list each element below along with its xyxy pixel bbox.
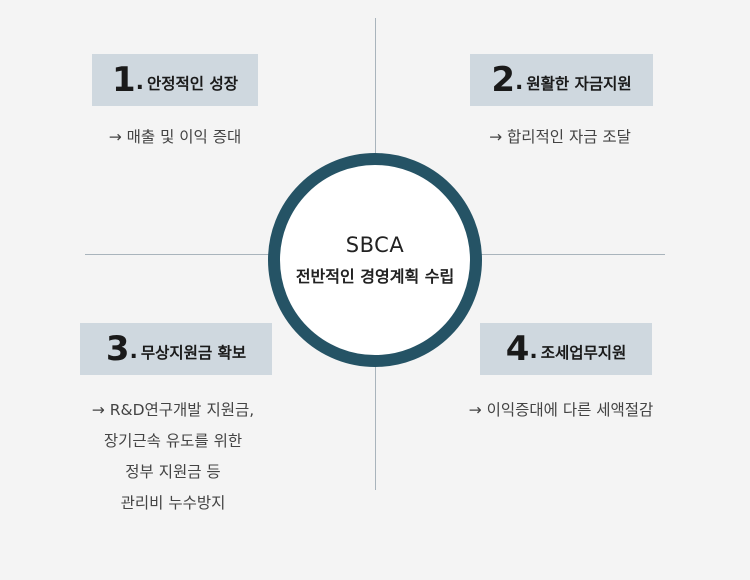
item-1-label: 안정적인 성장 — [147, 75, 238, 93]
item-4-label: 조세업무지원 — [540, 344, 627, 362]
item-3-line-3: 정부 지원금 등 — [125, 463, 221, 481]
item-4-line-1: → 이익증대에 다른 세액절감 — [468, 401, 654, 419]
item-4-description: → 이익증대에 다른 세액절감 — [430, 395, 692, 426]
center-title: SBCA — [345, 233, 405, 257]
item-3-line-2: 장기근속 유도를 위한 — [103, 432, 243, 450]
item-2-line-1: → 합리적인 자금 조달 — [489, 128, 631, 146]
item-4-badge: 4 . 조세업무지원 — [480, 323, 652, 375]
item-1-badge: 1 . 안정적인 성장 — [92, 54, 258, 106]
item-3-number: 3 — [105, 329, 130, 369]
item-4-number: 4 — [505, 329, 530, 369]
item-4-dot: . — [529, 339, 538, 364]
item-1-description: → 매출 및 이익 증대 — [70, 122, 280, 153]
item-1-number: 1 — [112, 60, 136, 100]
item-2-description: → 합리적인 자금 조달 — [450, 122, 670, 153]
item-3-description: → R&D연구개발 지원금, 장기근속 유도를 위한 정부 지원금 등 관리비 … — [58, 395, 288, 519]
item-3-label: 무상지원금 확보 — [140, 344, 247, 362]
item-2-number: 2 — [491, 60, 516, 100]
item-2-label: 원활한 자금지원 — [526, 75, 632, 93]
center-subtitle: 전반적인 경영계획 수립 — [295, 267, 455, 286]
item-2-badge: 2 . 원활한 자금지원 — [470, 54, 653, 106]
item-1-dot: . — [135, 70, 145, 95]
item-1-line-1: → 매출 및 이익 증대 — [108, 128, 242, 146]
item-2-dot: . — [515, 70, 524, 95]
item-3-badge: 3 . 무상지원금 확보 — [80, 323, 272, 375]
item-3-line-4: 관리비 누수방지 — [120, 494, 226, 512]
center-circle: SBCA 전반적인 경영계획 수립 — [268, 153, 482, 367]
item-3-dot: . — [129, 339, 138, 364]
item-3-line-1: → R&D연구개발 지원금, — [91, 401, 255, 419]
